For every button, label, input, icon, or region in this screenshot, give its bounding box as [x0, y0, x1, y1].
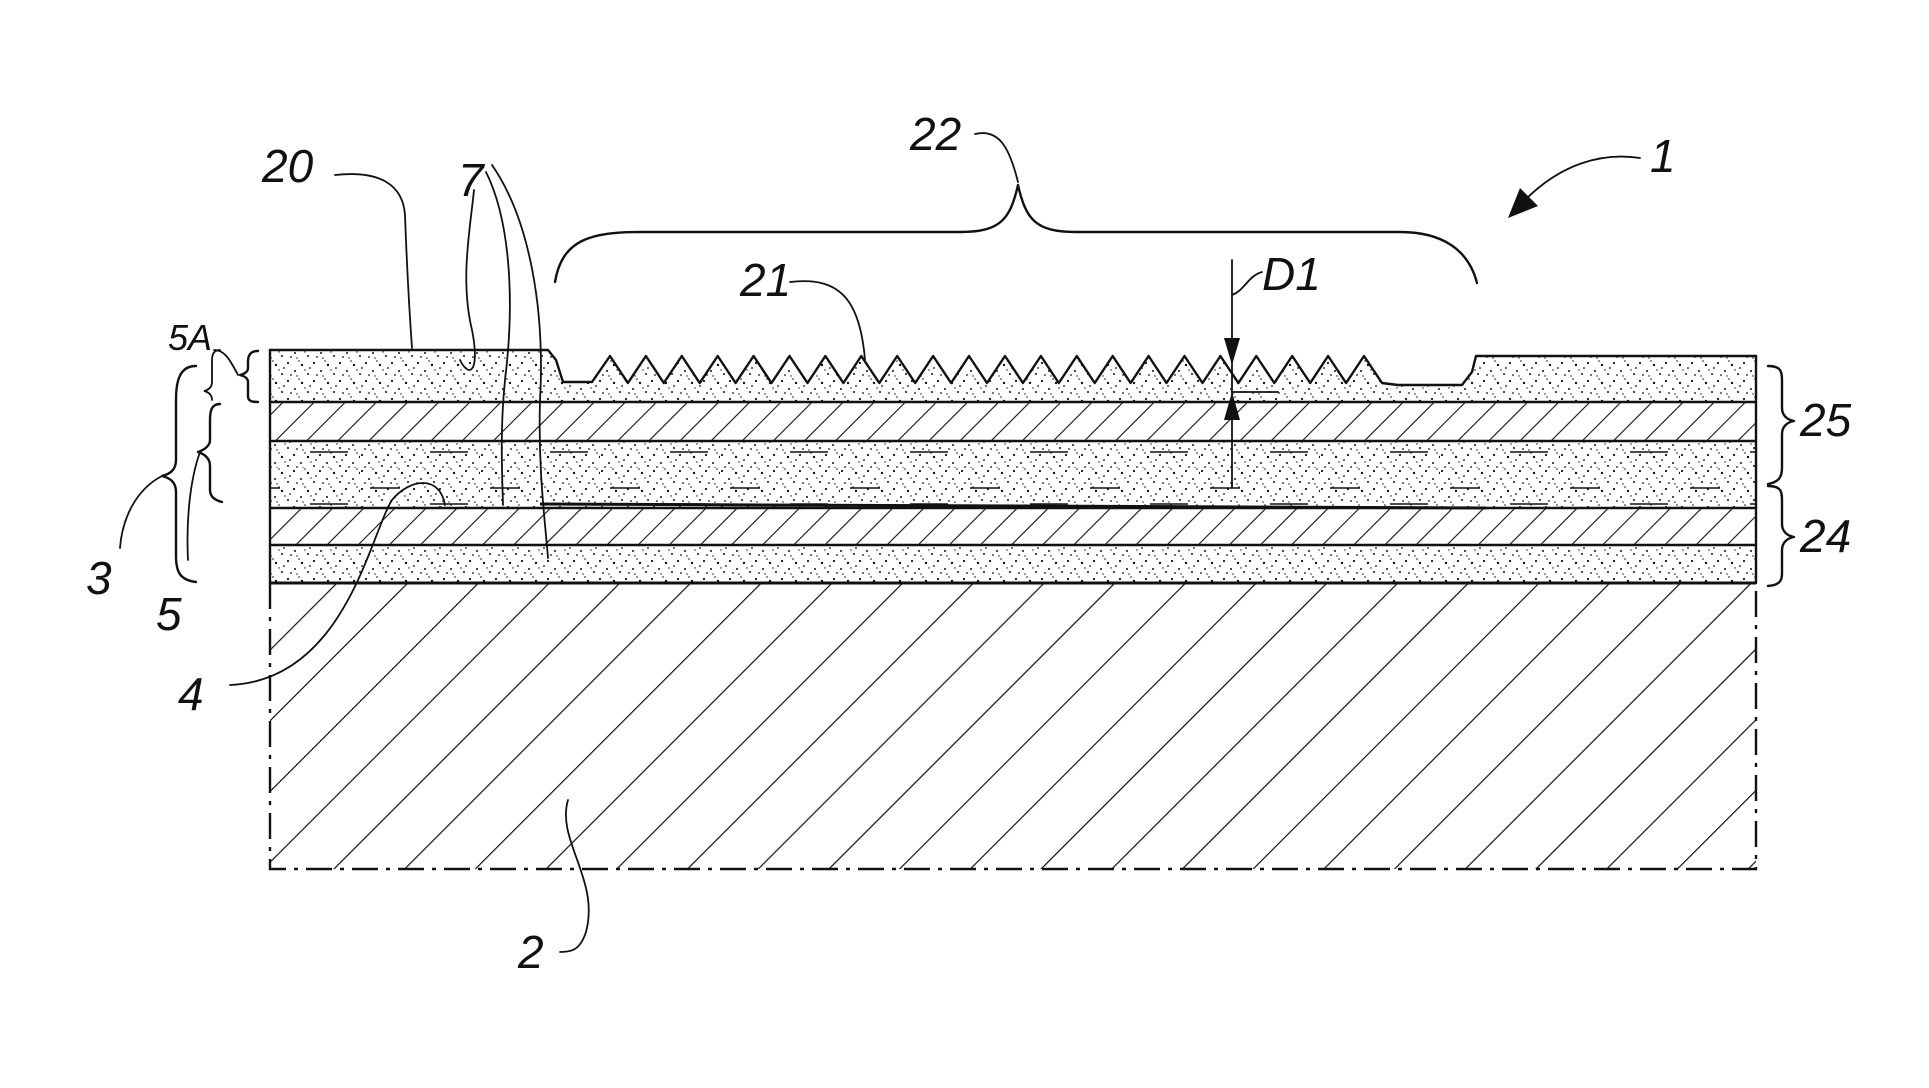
- brace-5a: [240, 351, 258, 402]
- label-depth: D1: [1262, 248, 1321, 300]
- brace-24: [1768, 486, 1794, 586]
- substrate-layer: [270, 583, 1756, 869]
- leader-5: [188, 452, 201, 560]
- middle-stipple-layer: [270, 441, 1756, 508]
- leader-1: [1525, 157, 1640, 200]
- label-textured-surface: 21: [739, 254, 791, 306]
- leader-21: [790, 281, 865, 360]
- label-upper-pair: 25: [1799, 394, 1852, 446]
- label-lower-layer: 5: [156, 588, 182, 640]
- upper-hatched-layer: [270, 402, 1756, 441]
- leader-20: [335, 174, 412, 348]
- lower-hatched-layer: [270, 508, 1756, 545]
- label-substrate: 2: [517, 926, 544, 978]
- d1-arrow-top: [1224, 338, 1240, 365]
- label-embedded-layer: 4: [178, 668, 204, 720]
- label-assembly: 1: [1650, 130, 1676, 182]
- leader-3: [120, 476, 162, 548]
- label-lower-pair: 24: [1799, 510, 1851, 562]
- leader-d1: [1232, 272, 1262, 295]
- brace-5: [198, 404, 222, 502]
- fiber-line-1: [460, 190, 475, 370]
- leader-5a: [214, 350, 238, 375]
- leader-22: [975, 133, 1018, 182]
- brace-3: [162, 366, 196, 582]
- top-stipple-layer: [270, 350, 1756, 402]
- label-upper-layer: 5A: [168, 317, 212, 358]
- label-layer-stack: 3: [86, 552, 112, 604]
- brace-22: [555, 185, 1477, 283]
- label-textured-region: 22: [909, 108, 961, 160]
- lower-stipple-layer: [270, 545, 1756, 583]
- label-top-surface: 20: [261, 140, 314, 192]
- label-fibers: 7: [458, 154, 485, 206]
- brace-25: [1768, 366, 1794, 484]
